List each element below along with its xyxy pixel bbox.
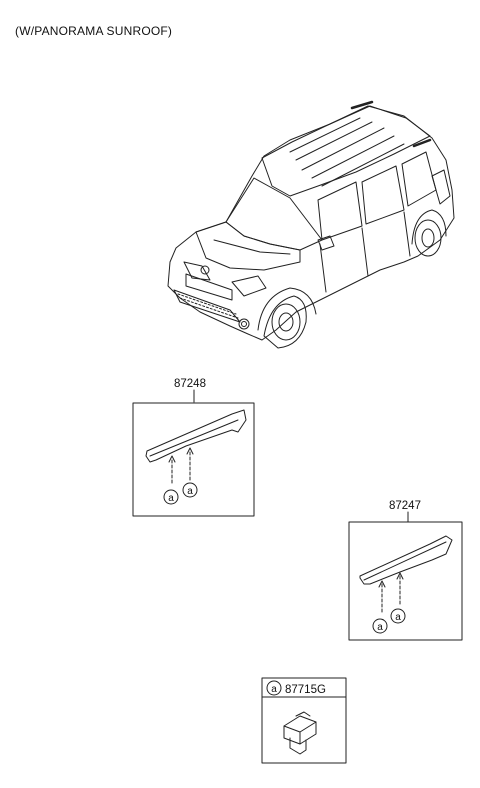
part-87247-molding xyxy=(359,535,453,585)
part-87248-molding xyxy=(145,409,247,463)
callout-a-87248-1-label: a xyxy=(168,493,174,504)
legend-part-code: 87715G xyxy=(285,684,326,696)
part-87248-group xyxy=(132,389,255,517)
diagram-caption: (W/PANORAMA SUNROOF) xyxy=(15,24,173,38)
callout-a-87247-1 xyxy=(372,618,388,634)
part-87247-box xyxy=(348,521,463,641)
part-87247-group xyxy=(348,511,463,641)
clip-illustration xyxy=(283,715,317,745)
part-number-87247: 87247 xyxy=(389,500,421,512)
part-87248-box xyxy=(132,402,255,517)
callout-a-87247-2-label: a xyxy=(395,612,401,623)
callout-a-87248-2 xyxy=(182,482,198,498)
part-number-87248: 87248 xyxy=(174,378,206,390)
callout-a-87248-1 xyxy=(163,489,179,505)
legend-box xyxy=(261,677,347,764)
callout-a-87247-2 xyxy=(390,608,406,624)
callout-a-87248-2-label: a xyxy=(187,486,193,497)
legend-callout-a-label: a xyxy=(271,684,277,695)
legend-callout-a xyxy=(266,680,282,696)
callout-a-87247-1-label: a xyxy=(377,622,383,633)
legend-group xyxy=(261,677,347,764)
vehicle-illustration xyxy=(167,100,455,349)
